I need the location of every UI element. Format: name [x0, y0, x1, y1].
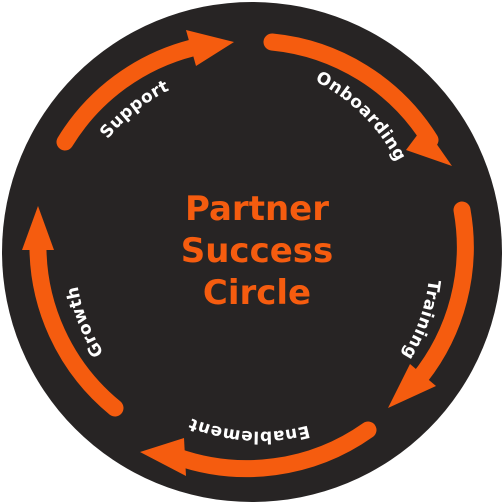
arrow-enablement: [166, 421, 377, 478]
arrow-heads: [22, 30, 452, 476]
arrowhead-onboarding: [406, 126, 452, 166]
arrowhead-enablement: [140, 438, 186, 476]
arrow-growth: [29, 231, 124, 417]
arrow-training: [409, 201, 474, 389]
center-title: Partner Success Circle: [181, 189, 334, 313]
arrowhead-training: [388, 364, 436, 408]
center-title-line-1: Partner: [185, 189, 329, 229]
arrowhead-support: [186, 30, 234, 66]
cycle-arrows: [29, 33, 474, 478]
arrowhead-growth: [22, 206, 54, 250]
center-title-line-2: Success: [181, 231, 334, 271]
arrow-support: [56, 39, 201, 151]
arrow-onboarding: [263, 33, 439, 149]
center-title-line-3: Circle: [203, 273, 311, 313]
